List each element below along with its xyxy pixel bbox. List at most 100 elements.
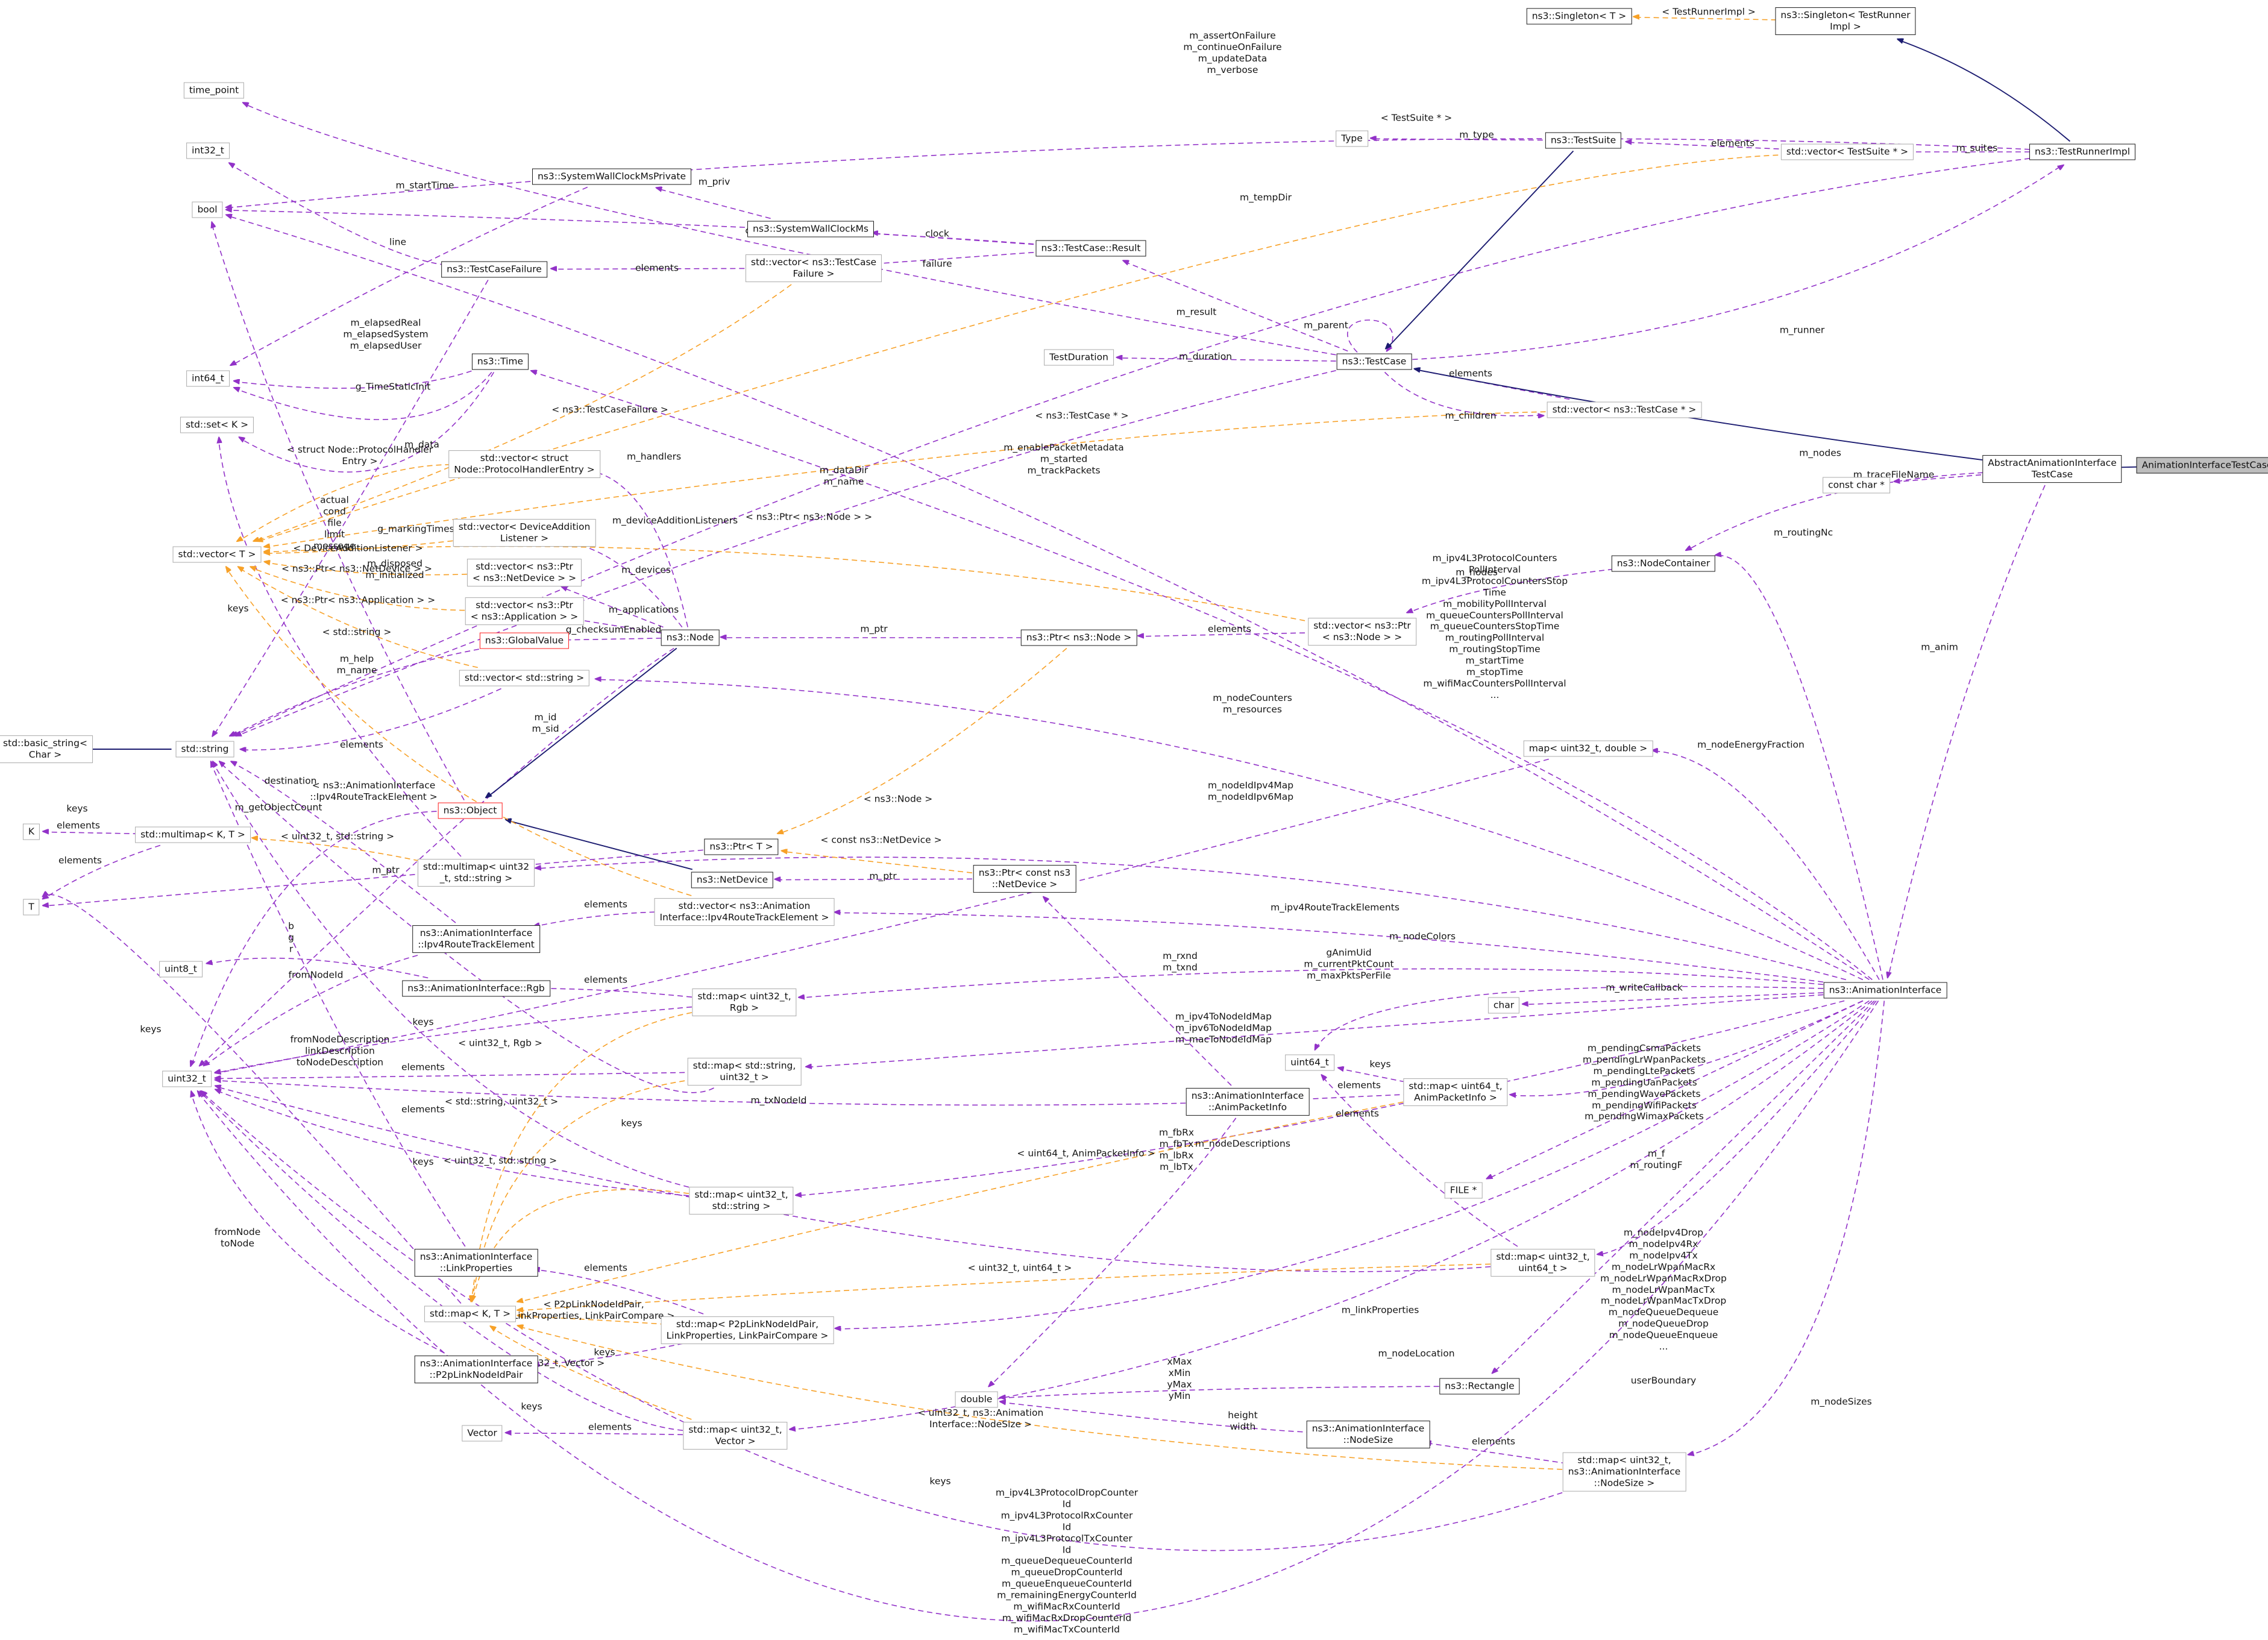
edge-label: m_nodeDescriptions bbox=[1195, 1138, 1290, 1149]
edge-label: < ns3::Ptr< ns3::Application > > bbox=[280, 594, 436, 606]
class-node-ts[interactable]: ns3::TestSuite bbox=[1545, 132, 1622, 149]
class-node-lp[interactable]: ns3::AnimationInterface ::LinkProperties bbox=[414, 1249, 538, 1277]
edge bbox=[532, 371, 1873, 981]
class-node-mapUA[interactable]: std::map< uint64_t, AnimPacketInfo > bbox=[1403, 1078, 1508, 1106]
edge-label: keys bbox=[1369, 1058, 1391, 1070]
class-node-ch[interactable]: char bbox=[1487, 997, 1520, 1014]
class-node-u32[interactable]: uint32_t bbox=[162, 1070, 212, 1087]
class-node-mapURgb[interactable]: std::map< uint32_t, Rgb > bbox=[692, 988, 797, 1016]
class-node-swcm[interactable]: ns3::SystemWallClockMs bbox=[747, 221, 875, 237]
class-node-mmUS[interactable]: std::multimap< uint32 _t, std::string > bbox=[417, 859, 535, 887]
class-node-vecND[interactable]: std::vector< ns3::Ptr < ns3::NetDevice >… bbox=[466, 559, 582, 586]
class-node-i32[interactable]: int32_t bbox=[186, 142, 230, 159]
edge bbox=[656, 189, 771, 219]
class-node-rgb[interactable]: ns3::AnimationInterface::Rgb bbox=[402, 980, 550, 997]
class-node-tc[interactable]: ns3::TestCase bbox=[1336, 353, 1412, 370]
class-node-rte[interactable]: ns3::AnimationInterface ::Ipv4RouteTrack… bbox=[412, 925, 540, 953]
class-node-u64[interactable]: uint64_t bbox=[1285, 1054, 1334, 1071]
class-node-rect[interactable]: ns3::Rectangle bbox=[1439, 1378, 1520, 1395]
edge bbox=[234, 371, 492, 420]
edge-label: m_priv bbox=[698, 176, 730, 187]
class-node-aitc[interactable]: AnimationInterfaceTestCase bbox=[2136, 457, 2268, 474]
class-node-vecT[interactable]: std::vector< T > bbox=[172, 546, 262, 563]
edge-label: m_ipv4L3ProtocolDropCounter Id m_ipv4L3P… bbox=[995, 1487, 1139, 1640]
class-node-type[interactable]: Type bbox=[1336, 130, 1368, 147]
edge-label: destination bbox=[264, 775, 317, 787]
class-node-vecTCF[interactable]: std::vector< ns3::TestCase Failure > bbox=[745, 254, 882, 282]
edge-label: g_checksumEnabled bbox=[565, 624, 662, 635]
edge bbox=[240, 688, 501, 750]
class-node-u8[interactable]: uint8_t bbox=[159, 961, 203, 978]
class-node-vecTC[interactable]: std::vector< ns3::TestCase * > bbox=[1547, 401, 1702, 418]
class-node-node[interactable]: ns3::Node bbox=[661, 629, 720, 646]
class-node-singT[interactable]: ns3::Singleton< T > bbox=[1526, 8, 1632, 25]
class-node-vecTS[interactable]: std::vector< TestSuite * > bbox=[1780, 143, 1914, 160]
edge-label: < uint32_t, ns3::Animation Interface::No… bbox=[917, 1407, 1044, 1430]
class-node-mmKT[interactable]: std::multimap< K, T > bbox=[135, 826, 251, 843]
class-node-time[interactable]: ns3::Time bbox=[471, 353, 529, 370]
class-node-api[interactable]: ns3::AnimationInterface ::AnimPacketInfo bbox=[1186, 1088, 1310, 1116]
class-node-atc[interactable]: AbstractAnimationInterface TestCase bbox=[1982, 455, 2122, 483]
class-node-tcf[interactable]: ns3::TestCaseFailure bbox=[441, 261, 547, 278]
class-node-swcmp[interactable]: ns3::SystemWallClockMsPrivate bbox=[532, 168, 692, 185]
class-node-nsz[interactable]: ns3::AnimationInterface ::NodeSize bbox=[1306, 1421, 1430, 1448]
class-node-nd[interactable]: ns3::NetDevice bbox=[691, 872, 774, 888]
edge bbox=[1898, 40, 2071, 142]
class-node-mapKT[interactable]: std::map< K, T > bbox=[424, 1305, 517, 1322]
class-node-i64[interactable]: int64_t bbox=[186, 370, 230, 387]
class-node-vec[interactable]: Vector bbox=[462, 1425, 503, 1442]
edge-label: < std::string > bbox=[322, 626, 392, 638]
class-node-tcr[interactable]: ns3::TestCase::Result bbox=[1035, 240, 1146, 257]
class-node-vecDAL[interactable]: std::vector< DeviceAddition Listener > bbox=[453, 519, 596, 547]
edge-label: elements bbox=[401, 1061, 445, 1073]
class-node-tri[interactable]: ns3::TestRunnerImpl bbox=[2029, 143, 2135, 160]
class-node-nc[interactable]: ns3::NodeContainer bbox=[1611, 555, 1716, 572]
edge bbox=[596, 679, 1864, 981]
edge-label: m_txNodeId bbox=[750, 1095, 807, 1106]
class-node-ptrT[interactable]: ns3::Ptr< T > bbox=[704, 838, 779, 855]
edge bbox=[782, 852, 973, 873]
class-node-b[interactable]: bool bbox=[192, 201, 223, 218]
class-node-p2p[interactable]: ns3::AnimationInterface ::P2pLinkNodeIdP… bbox=[414, 1356, 538, 1383]
class-node-bstr[interactable]: std::basic_string< Char > bbox=[0, 735, 93, 763]
edge bbox=[200, 647, 674, 1066]
class-node-setK[interactable]: std::set< K > bbox=[180, 416, 254, 433]
class-node-mapUU[interactable]: std::map< uint32_t, uint64_t > bbox=[1491, 1249, 1595, 1277]
class-node-vecRT[interactable]: std::vector< ns3::Animation Interface::I… bbox=[654, 898, 835, 926]
class-node-fp[interactable]: FILE * bbox=[1444, 1182, 1483, 1199]
edge-label: m_nodes bbox=[1799, 447, 1841, 459]
class-node-mapSU[interactable]: std::map< std::string, uint32_t > bbox=[687, 1058, 802, 1085]
edge bbox=[796, 1000, 1845, 1196]
class-node-obj[interactable]: ns3::Object bbox=[438, 802, 503, 819]
edge bbox=[835, 1000, 1870, 1329]
class-node-singTRI[interactable]: ns3::Singleton< TestRunner Impl > bbox=[1775, 7, 1916, 35]
class-node-ptrCND[interactable]: ns3::Ptr< const ns3 ::NetDevice > bbox=[973, 865, 1076, 893]
class-node-T[interactable]: T bbox=[23, 899, 40, 916]
edge-label: m_result bbox=[1176, 306, 1217, 318]
class-node-mapUV[interactable]: std::map< uint32_t, Vector > bbox=[683, 1422, 788, 1450]
class-node-mapUNS[interactable]: std::map< uint32_t, ns3::AnimationInterf… bbox=[1562, 1452, 1686, 1492]
class-node-mapUD[interactable]: map< uint32_t, double > bbox=[1523, 740, 1653, 757]
class-node-ptrN[interactable]: ns3::Ptr< ns3::Node > bbox=[1020, 629, 1137, 646]
class-node-vecApp[interactable]: std::vector< ns3::Ptr < ns3::Application… bbox=[465, 597, 584, 625]
edge bbox=[1295, 1093, 1409, 1100]
class-node-dur[interactable]: TestDuration bbox=[1044, 349, 1114, 366]
class-node-cchar[interactable]: const char * bbox=[1823, 477, 1890, 494]
class-node-mapUS[interactable]: std::map< uint32_t, std::string > bbox=[689, 1187, 794, 1214]
class-node-vecPtrN[interactable]: std::vector< ns3::Ptr < ns3::Node > > bbox=[1308, 618, 1416, 646]
class-node-vecStr[interactable]: std::vector< std::string > bbox=[459, 670, 590, 686]
class-node-dbl[interactable]: double bbox=[955, 1391, 998, 1408]
class-node-gv[interactable]: ns3::GlobalValue bbox=[479, 632, 570, 649]
class-node-sstr[interactable]: std::string bbox=[175, 741, 234, 758]
edge bbox=[231, 186, 588, 366]
edge-label: keys bbox=[227, 603, 249, 614]
class-node-vecPH[interactable]: std::vector< struct Node::ProtocolHandle… bbox=[448, 450, 600, 478]
edge-label: elements bbox=[1449, 368, 1492, 379]
edge-label: keys bbox=[594, 1346, 615, 1358]
class-node-anim[interactable]: ns3::AnimationInterface bbox=[1823, 982, 1947, 999]
class-node-mapP2p[interactable]: std::map< P2pLinkNodeIdPair, LinkPropert… bbox=[661, 1316, 834, 1344]
class-node-K[interactable]: K bbox=[22, 823, 40, 840]
edge bbox=[1000, 1402, 1312, 1433]
edge-label: < uint32_t, Rgb > bbox=[458, 1037, 542, 1049]
class-node-tp[interactable]: time_point bbox=[183, 82, 245, 99]
